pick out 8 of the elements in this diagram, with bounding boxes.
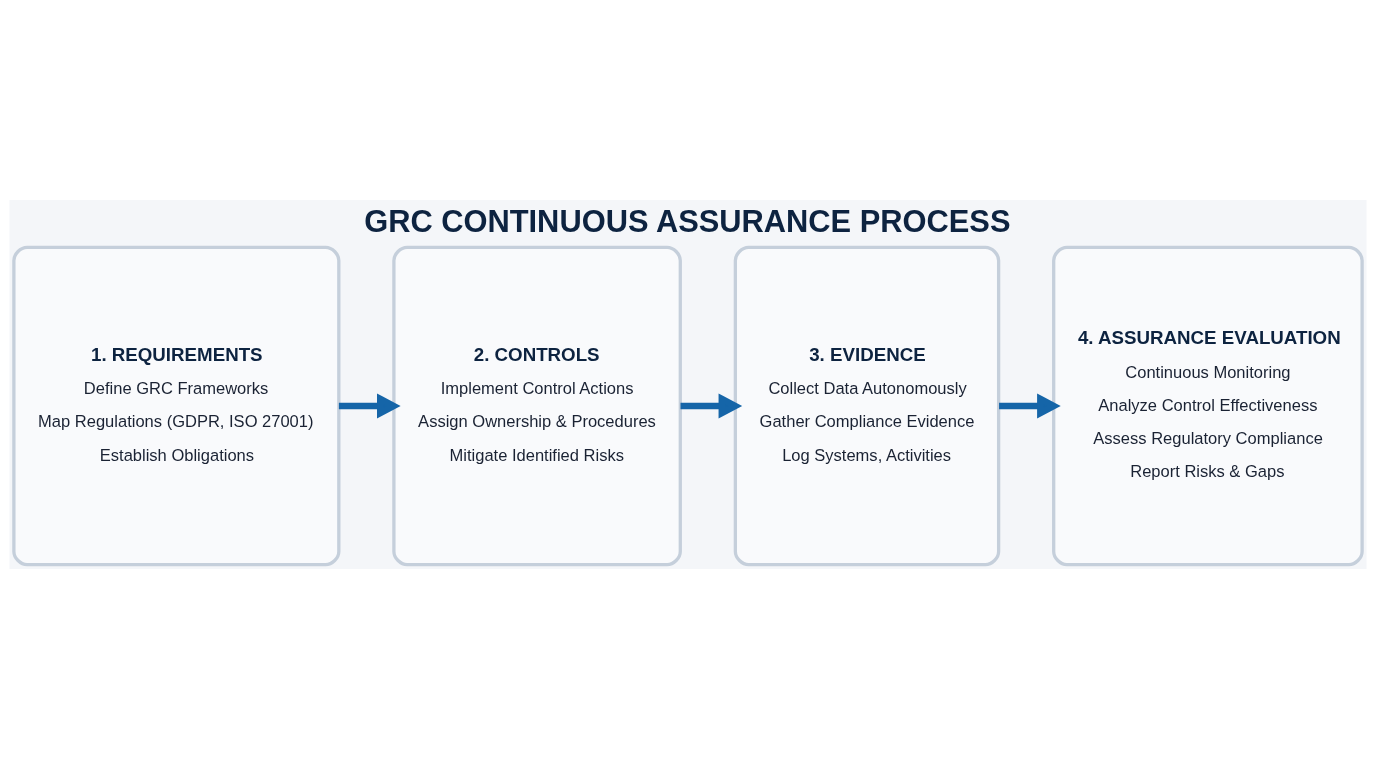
arrow — [999, 393, 1061, 418]
diagram-title: GRC CONTINUOUS ASSURANCE PROCESS — [364, 203, 1011, 239]
arrow — [338, 393, 401, 418]
node-box: 2. CONTROLS Implement Control Actions Assign Ownership & Procedures Mitigate Identified Risks — [392, 245, 682, 566]
arrow — [680, 393, 743, 418]
node-box: 4. ASSURANCE EVALUATION Continuous Monitoring Analyze Control Effectiveness Assess Regulatory Compliance Report Risks & Gaps — [1052, 245, 1364, 566]
node-box: 3. EVIDENCE Collect Data Autonomously Gather Compliance Evidence Log Systems, Activities — [733, 245, 1001, 566]
node-box: 1. REQUIREMENTS Define GRC Frameworks Map Regulations (GDPR, ISO 27001) Establish Obligations — [12, 245, 341, 566]
